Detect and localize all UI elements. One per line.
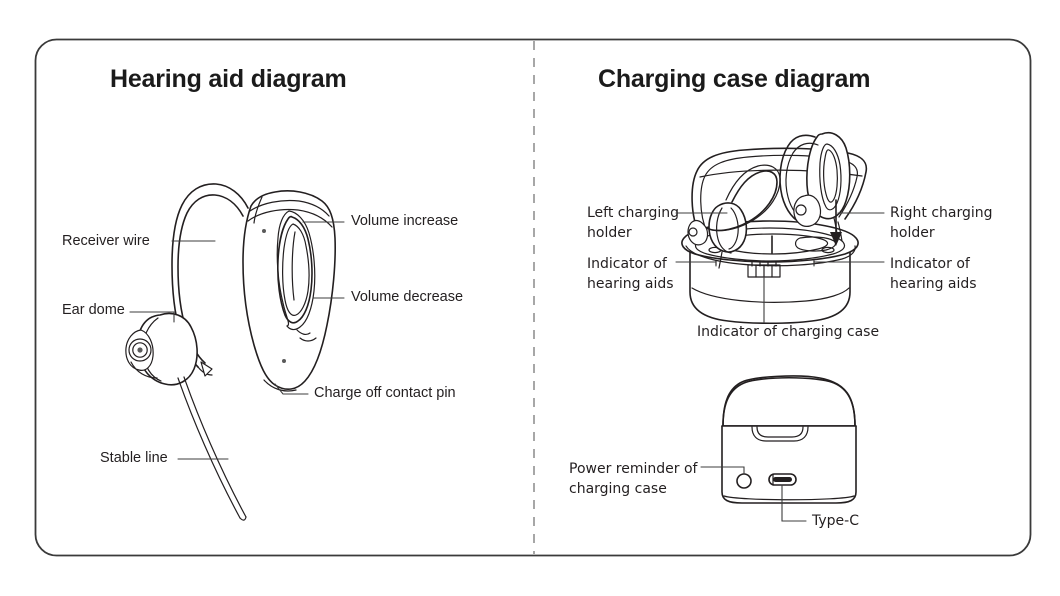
ear-dome-shape: [125, 312, 198, 386]
label-type-c: Type-C: [812, 513, 859, 529]
label-indicator-charging-case: Indicator of charging case: [697, 324, 880, 340]
microphone-port-lower: [282, 359, 286, 363]
charging-case-closed-illustration: [700, 375, 857, 522]
label-power-reminder-line2: charging case: [569, 481, 667, 497]
label-right-charging-holder-line2: holder: [890, 225, 935, 241]
right-holder-contact: [821, 246, 835, 254]
label-right-charging-holder: Right charging holder: [890, 203, 1000, 243]
label-indicator-hearing-aids-left-line1: Indicator of: [587, 256, 667, 272]
page-title-charging-case: Charging case diagram: [598, 65, 871, 93]
label-charge-off-contact-pin: Charge off contact pin: [314, 385, 456, 401]
label-left-charging-holder: Left charging holder: [587, 203, 679, 243]
label-ear-dome: Ear dome: [62, 302, 125, 318]
label-indicator-hearing-aids-left-line2: hearing aids: [587, 276, 674, 292]
left-hearing-aid-in-case: [687, 164, 781, 269]
label-left-charging-holder-line2: holder: [587, 225, 632, 241]
label-indicator-hearing-aids-right: Indicator of hearing aids: [890, 254, 990, 294]
label-power-reminder-line1: Power reminder of: [569, 461, 698, 477]
leader-lines-case-closed: [700, 466, 807, 522]
page-title-hearing-aid: Hearing aid diagram: [110, 65, 347, 93]
leader-lines-case-open: [675, 212, 885, 323]
leader-lines-left: [129, 221, 345, 460]
hearing-aid-illustration: [125, 183, 345, 521]
right-hearing-aid-in-case: [779, 132, 851, 246]
label-right-charging-holder-line1: Right charging: [890, 205, 993, 221]
page-border: [34, 38, 1032, 557]
label-indicator-hearing-aids-left: Indicator of hearing aids: [587, 254, 683, 294]
label-receiver-wire: Receiver wire: [62, 233, 150, 249]
label-stable-line: Stable line: [100, 450, 168, 466]
label-indicator-hearing-aids-right-line1: Indicator of: [890, 256, 970, 272]
label-power-reminder: Power reminder of charging case: [569, 459, 705, 499]
label-volume-increase: Volume increase: [351, 213, 459, 229]
charging-case-open-illustration: [675, 132, 885, 325]
microphone-port-upper: [262, 229, 266, 233]
label-left-charging-holder-line1: Left charging: [587, 205, 679, 221]
label-volume-decrease: Volume decrease: [351, 289, 464, 305]
label-indicator-hearing-aids-right-line2: hearing aids: [890, 276, 977, 292]
